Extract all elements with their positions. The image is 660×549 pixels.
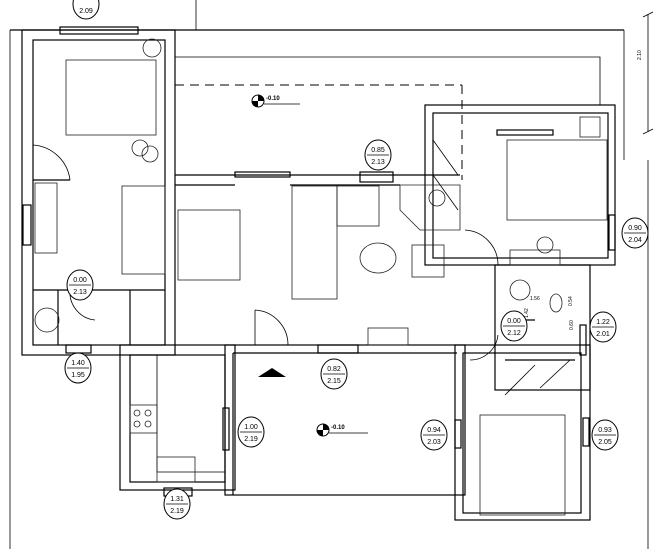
opening-tag: 1.31 2.19 [163, 488, 191, 520]
bed-right [506, 139, 608, 221]
svg-text:0.93: 0.93 [598, 427, 612, 434]
windows [22, 26, 616, 497]
svg-text:1.00: 1.00 [244, 424, 258, 431]
svg-text:0.90: 0.90 [628, 225, 642, 232]
svg-text:0.82: 0.82 [327, 366, 341, 373]
svg-text:-0.10: -0.10 [331, 425, 345, 431]
counter [34, 182, 58, 254]
sink [156, 456, 196, 483]
bathroom-dimensions: 1.56 0.54 1.42 0.60 [524, 296, 575, 330]
opening-tag: 1.40 1.95 [64, 352, 92, 384]
svg-text:1.95: 1.95 [71, 372, 85, 379]
svg-text:2.01: 2.01 [596, 331, 610, 338]
svg-text:2.12: 2.12 [507, 330, 521, 337]
svg-text:2.04: 2.04 [628, 237, 642, 244]
doors [32, 144, 499, 361]
opening-tag: 1.00 2.19 [237, 416, 265, 448]
opening-tag: 1.22 2.01 [589, 311, 617, 343]
opening-tag: 0.00 2.12 [500, 310, 528, 342]
opening-tag: 0.00 2.13 [66, 269, 94, 301]
svg-text:2.13: 2.13 [371, 159, 385, 166]
svg-text:1.31: 1.31 [170, 496, 184, 503]
svg-text:2.19: 2.19 [244, 436, 258, 443]
armchair [411, 244, 445, 278]
svg-text:2.09: 2.09 [79, 8, 93, 15]
opening-tag: 0.85 2.13 [364, 139, 392, 171]
svg-text:0.54: 0.54 [568, 296, 574, 306]
svg-text:1.42: 1.42 [524, 308, 530, 318]
svg-text:-0.10: -0.10 [266, 96, 280, 102]
entrance-arrow-icon [258, 368, 286, 377]
level-marker: -0.10 [251, 94, 300, 108]
sofa-left [121, 185, 166, 275]
svg-text:0.85: 0.85 [371, 147, 385, 154]
svg-text:2.15: 2.15 [327, 378, 341, 385]
opening-tag: 0.94 2.03 [420, 419, 448, 451]
svg-text:0.00: 0.00 [507, 318, 521, 325]
boundary-lines [9, 0, 649, 549]
svg-text:1.56: 1.56 [530, 296, 540, 302]
svg-text:2.19: 2.19 [170, 508, 184, 515]
sofa [291, 185, 338, 300]
svg-text:0.94: 0.94 [427, 427, 441, 434]
level-marker: -0.10 [316, 423, 368, 437]
furniture [34, 38, 608, 516]
svg-text:2.13: 2.13 [73, 289, 87, 296]
svg-text:1.40: 1.40 [71, 360, 85, 367]
svg-text:2.10: 2.10 [637, 50, 643, 60]
walls [21, 29, 616, 521]
svg-text:2.03: 2.03 [427, 439, 441, 446]
bed-bottom [479, 414, 566, 516]
dining-table [177, 209, 241, 281]
svg-text:0.00: 0.00 [73, 277, 87, 284]
bed-left [65, 59, 157, 136]
svg-text:2.05: 2.05 [598, 439, 612, 446]
svg-text:1.22: 1.22 [596, 319, 610, 326]
svg-text:0.60: 0.60 [569, 320, 575, 330]
height-dimension: 2.10 [637, 11, 654, 135]
opening-tag: 0.82 2.15 [320, 358, 348, 390]
stove [129, 404, 158, 434]
opening-tag: 0.93 2.05 [591, 419, 619, 451]
opening-tag: 2.09 [72, 0, 100, 20]
opening-tag: 0.90 2.04 [621, 217, 649, 249]
